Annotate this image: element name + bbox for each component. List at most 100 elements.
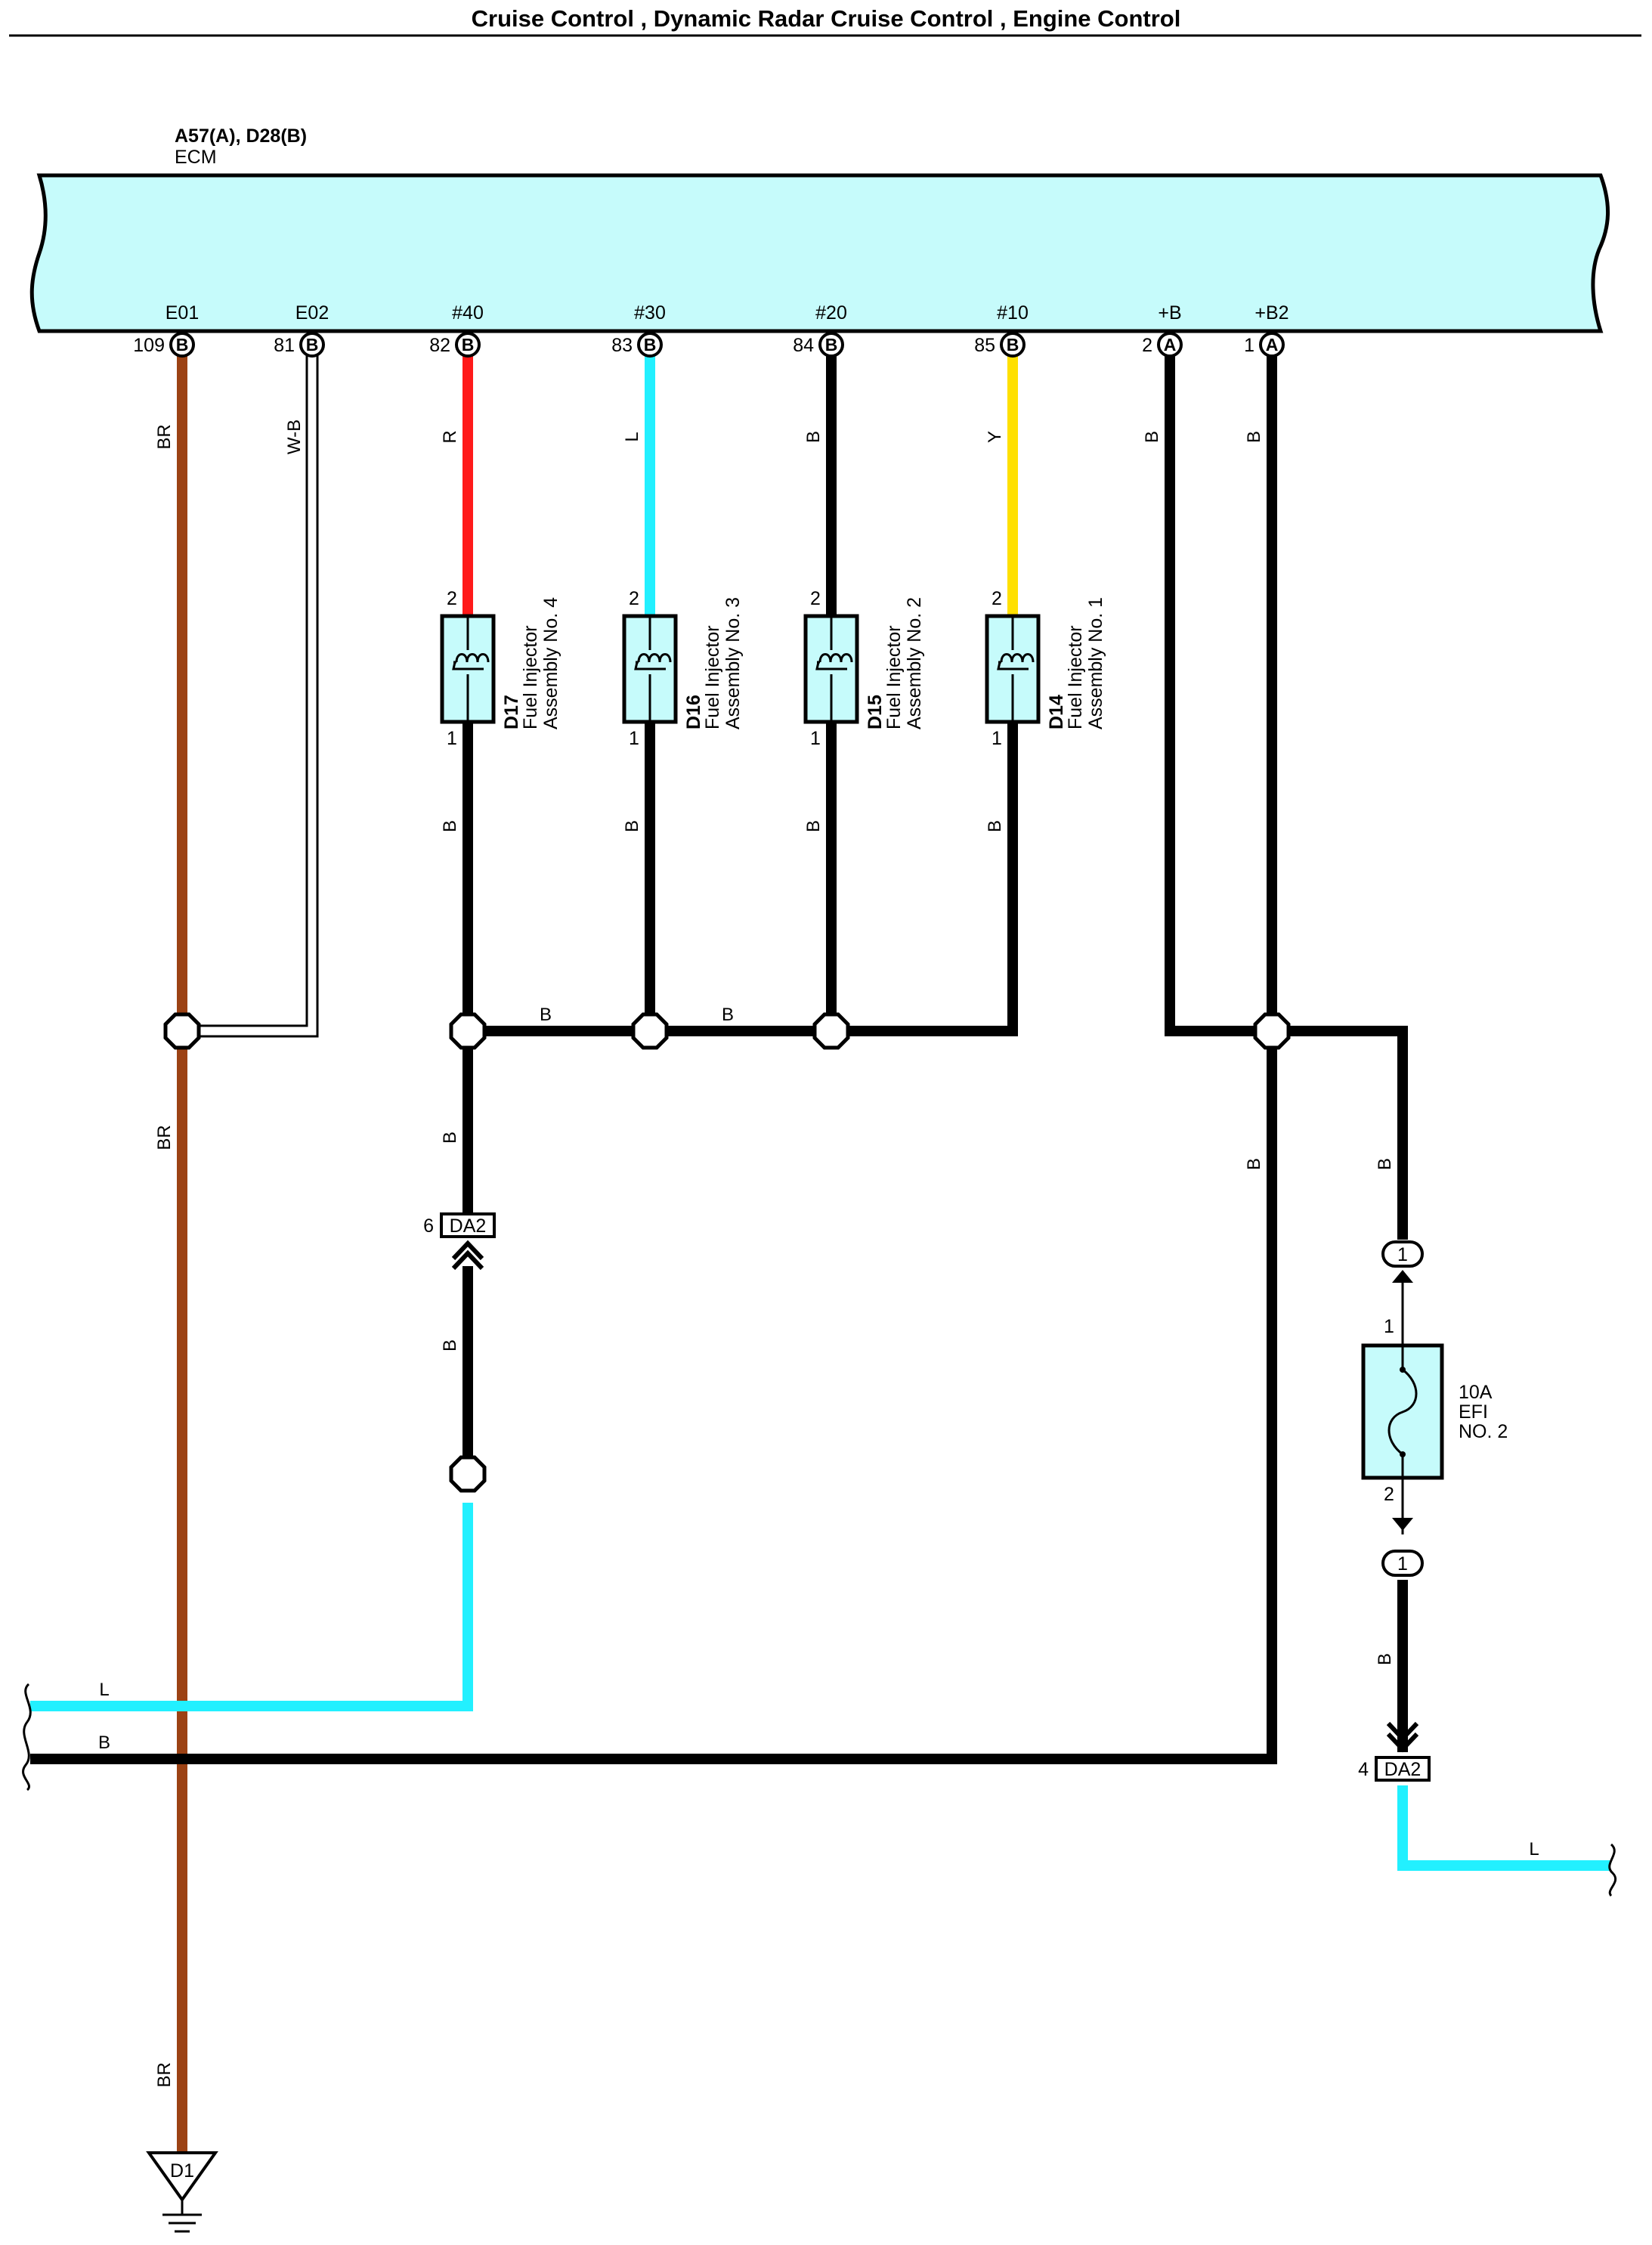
splice-inj2 [812, 1012, 850, 1050]
terminal-name-e01: E01 [166, 302, 199, 324]
wire-e02-wb-outer [198, 354, 319, 1038]
wire-label-inj2-top: B [803, 431, 824, 443]
wire-label-inj2-bottom: B [803, 820, 824, 832]
pin-conn-e01: B [176, 335, 189, 355]
diagram-title: Cruise Control , Dynamic Radar Cruise Co… [472, 5, 1181, 32]
connector-da2-left-box [440, 1212, 496, 1238]
ecm-name-label: ECM [175, 147, 217, 168]
connector-da2-left-pin: 6 [423, 1215, 434, 1237]
ecm-connectors-label: A57(A), D28(B) [175, 125, 307, 147]
connector-da2-left: DA2 6 [423, 1212, 496, 1271]
wire-label-efi-top: B [1375, 1158, 1395, 1170]
terminal-name-10: #10 [997, 302, 1029, 324]
pin-circle-30 [637, 332, 663, 358]
injector-pin-bottom: 1 [992, 728, 1002, 749]
fuse-name2: NO. 2 [1459, 1421, 1508, 1442]
ground-d1: D1 [146, 2151, 218, 2233]
injector-pin-bottom: 1 [810, 728, 821, 749]
wire-label-da2-lower: B [440, 1339, 460, 1352]
pin-conn-30: B [644, 335, 657, 355]
connector-da2-left-label: DA2 [450, 1215, 487, 1237]
injector-d15: 2 1 D15 Fuel Injector Assembly No. 2 [803, 588, 925, 749]
wire-label-e01-mid: BR [154, 1125, 175, 1150]
fuse-pin-top: 1 [1384, 1316, 1394, 1337]
splice-da2-lower [449, 1455, 487, 1493]
injector-d17: 2 1 D17 Fuel Injector Assembly No. 4 [440, 588, 561, 749]
pin-num-10: 85 [974, 335, 995, 356]
connector-arrow-up-icon [451, 1240, 484, 1271]
injector-name: Fuel Injector [1065, 625, 1086, 729]
injector-coil-icon [815, 653, 853, 670]
injector-pin-top: 2 [629, 588, 639, 609]
fuse-rating: 10A [1459, 1382, 1493, 1403]
connector-da2-right-box [1375, 1756, 1431, 1782]
ground-triangle [146, 2151, 218, 2203]
pin-circle-20 [818, 332, 844, 358]
injector-pin-bottom: 1 [447, 728, 457, 749]
wire-label-e02: W-B [284, 420, 305, 454]
wire-label-left-b: B [98, 1733, 110, 1753]
injector-pin-top: 2 [992, 588, 1002, 609]
fuse-element-icon [1387, 1368, 1418, 1456]
wire-plus-b2-down [30, 1048, 1277, 1764]
ecm-terminal-names: E01 E02 #40 #30 #20 #10 +B +B2 [166, 302, 1289, 324]
injector-pin-bottom: 1 [629, 728, 639, 749]
pin-num-plus-b: 2 [1142, 335, 1152, 356]
injector-id: D16 [683, 695, 704, 729]
injector-coil-icon [452, 653, 490, 670]
splice-e01 [163, 1012, 201, 1050]
wire-label-right-l: L [1529, 1839, 1539, 1859]
injector-sub: Assembly No. 1 [1085, 597, 1106, 729]
fuse-pin-bottom: 2 [1384, 1484, 1394, 1505]
ground-label: D1 [170, 2160, 194, 2182]
wire-label-inj3-top: L [622, 432, 642, 441]
fuse-jb-bottom-box [1381, 1550, 1424, 1577]
wire-label-bus-left: B [540, 1005, 552, 1025]
break-mark-left [22, 1683, 32, 1791]
injector-name: Fuel Injector [883, 625, 905, 729]
wire-right-l [1397, 1785, 1610, 1871]
pin-circle-40 [455, 332, 481, 358]
wire-label-e01-top: BR [154, 424, 175, 449]
wire-label-inj1-bottom: B [985, 820, 1005, 832]
wire-inj1-bottom [846, 722, 1018, 1036]
pin-conn-10: B [1007, 335, 1019, 355]
injector-id: D17 [501, 695, 522, 729]
pin-conn-plus-b2: A [1266, 335, 1279, 355]
wire-label-efi-bottom: B [1375, 1653, 1395, 1665]
injector-sub: Assembly No. 4 [540, 597, 561, 729]
wire-e02-wb-inner [198, 354, 308, 1027]
pin-circle-plus-b2 [1259, 332, 1285, 358]
terminal-name-40: #40 [452, 302, 484, 324]
pin-circle-e02 [299, 332, 325, 358]
wire-plus-b [1165, 354, 1256, 1036]
wire-label-plus-b: B [1142, 431, 1162, 443]
injector-d16: 2 1 D16 Fuel Injector Assembly No. 3 [622, 588, 744, 749]
connector-da2-right: DA2 4 [1358, 1721, 1431, 1782]
pin-circle-e01 [169, 332, 195, 358]
wire-label-inj1-top: Y [985, 431, 1005, 443]
wire-efi-feed [1288, 1026, 1408, 1240]
break-mark-right [1608, 1843, 1617, 1897]
pin-circle-10 [1000, 332, 1026, 358]
wire-label-inj4-top: R [440, 430, 460, 443]
pin-conn-40: B [462, 335, 475, 355]
terminal-name-plus-b: +B [1158, 302, 1181, 324]
connector-da2-right-pin: 4 [1358, 1759, 1369, 1780]
connector-da2-right-label: DA2 [1384, 1759, 1422, 1780]
injector-coil-icon [997, 653, 1035, 670]
terminal-name-plus-b2: +B2 [1254, 302, 1288, 324]
fuse-arrow-down-icon [1392, 1518, 1413, 1531]
injector-coil-icon [634, 653, 672, 670]
connector-arrow-down-icon [1386, 1721, 1419, 1753]
injector-sub: Assembly No. 2 [904, 597, 925, 729]
fuse-jb-bottom-pin: 1 [1397, 1553, 1408, 1575]
terminal-name-20: #20 [815, 302, 847, 324]
splice-inj4 [449, 1012, 487, 1050]
pin-conn-plus-b: A [1164, 335, 1177, 355]
wire-left-l [30, 1503, 473, 1711]
pin-num-30: 83 [611, 335, 633, 356]
injector-pin-top: 2 [810, 588, 821, 609]
injector-name: Fuel Injector [520, 625, 541, 729]
splice-points [163, 1012, 1291, 1493]
